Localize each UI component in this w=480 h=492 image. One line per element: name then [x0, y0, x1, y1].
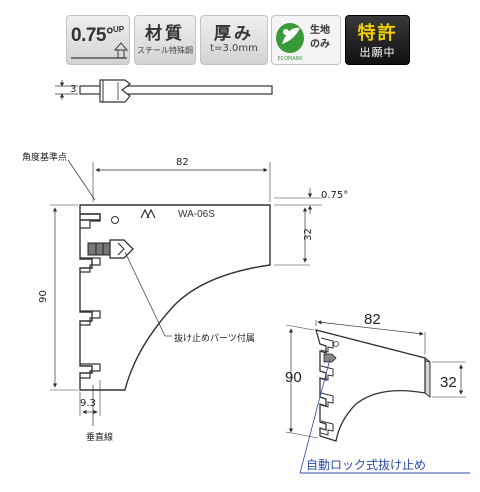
ecomark-text: ECOMARK	[277, 56, 303, 62]
patent-badge-sub: 出願中	[359, 46, 396, 59]
ecomark-leaf-icon: ECOMARK	[276, 23, 304, 62]
vertical-line-label: 垂直線	[86, 433, 114, 443]
material-badge: 材質 スチール特殊鋼	[134, 15, 196, 65]
iso-caption: 自動ロック式抜け止め	[306, 458, 427, 472]
thickness-badge-sub: t=3.0mm	[210, 43, 258, 54]
material-badge-title: 材質	[145, 24, 185, 44]
thickness-badge-title: 厚み	[214, 24, 254, 44]
model-label: WA-06S	[178, 209, 215, 220]
front-view: WA-06S	[50, 159, 322, 426]
lock-part-label: 抜け止めパーツ付属	[174, 334, 255, 344]
angle-ref-label: 角度基準点	[22, 153, 68, 163]
eco-badge-text: 生地 のみ	[310, 24, 330, 52]
front-bottom-offset-dim: 9.3	[80, 398, 96, 409]
iso-right-height-dim: 32	[440, 374, 457, 391]
eco-badge-line2: のみ	[310, 39, 330, 50]
front-angle-dim: 0.75°	[321, 190, 349, 201]
front-right-height-dim: 32	[302, 228, 314, 241]
material-badge-sub: スチール特殊鋼	[137, 46, 193, 55]
side-view	[55, 79, 273, 103]
lock-part-icon	[87, 239, 134, 259]
angle-badge: 0.75° UP	[66, 15, 130, 65]
patent-badge: 特許 出願中	[345, 15, 410, 65]
iso-width-dim: 82	[364, 311, 381, 328]
patent-badge-title: 特許	[357, 23, 398, 44]
eco-badge-line1: 生地	[310, 25, 330, 36]
angle-badge-value: 0.75°	[71, 25, 114, 46]
front-height-dim: 90	[37, 290, 49, 303]
front-width-dim: 82	[176, 157, 189, 168]
thickness-badge: 厚み t=3.0mm	[200, 15, 268, 65]
eco-badge: ECOMARK 生地 のみ	[271, 15, 341, 65]
up-arrow-icon	[71, 42, 129, 59]
iso-height-dim: 90	[285, 369, 302, 386]
iso-view	[285, 320, 470, 474]
angle-badge-up: UP	[113, 25, 125, 34]
side-thickness-dim: 3	[70, 84, 77, 95]
